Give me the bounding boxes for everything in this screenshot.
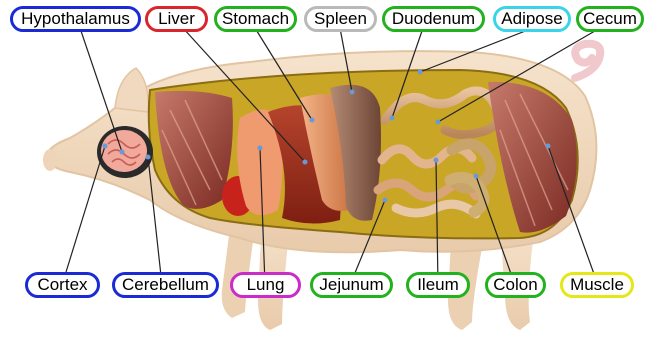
brain (97, 126, 153, 178)
label-text: Lung (247, 275, 285, 294)
pig-ear (115, 68, 148, 112)
label-text: Adipose (501, 9, 562, 28)
label-text: Spleen (314, 9, 367, 28)
label-cortex: Cortex (25, 272, 100, 298)
label-stomach: Stomach (214, 6, 297, 32)
label-text: Hypothalamus (21, 9, 130, 28)
label-text: Cecum (583, 9, 637, 28)
label-cecum: Cecum (576, 6, 644, 32)
label-text: Liver (158, 9, 195, 28)
label-text: Cortex (37, 275, 87, 294)
label-adipose: Adipose (493, 6, 571, 32)
label-jejunum: Jejunum (310, 272, 393, 298)
label-text: Muscle (570, 275, 624, 294)
pig-snout (43, 149, 57, 171)
label-cerebellum: Cerebellum (112, 272, 219, 298)
label-text: Cerebellum (122, 275, 209, 294)
label-text: Colon (493, 275, 537, 294)
label-muscle: Muscle (560, 272, 634, 298)
label-hypothalamus: Hypothalamus (10, 6, 141, 32)
label-liver: Liver (145, 6, 208, 32)
label-spleen: Spleen (304, 6, 377, 32)
label-duodenum: Duodenum (382, 6, 485, 32)
label-ileum: Ileum (406, 272, 470, 298)
label-lung: Lung (230, 272, 301, 298)
pig-tail (575, 44, 600, 78)
label-text: Stomach (222, 9, 289, 28)
label-text: Jejunum (319, 275, 383, 294)
label-text: Duodenum (392, 9, 475, 28)
label-text: Ileum (417, 275, 459, 294)
label-colon: Colon (485, 272, 546, 298)
